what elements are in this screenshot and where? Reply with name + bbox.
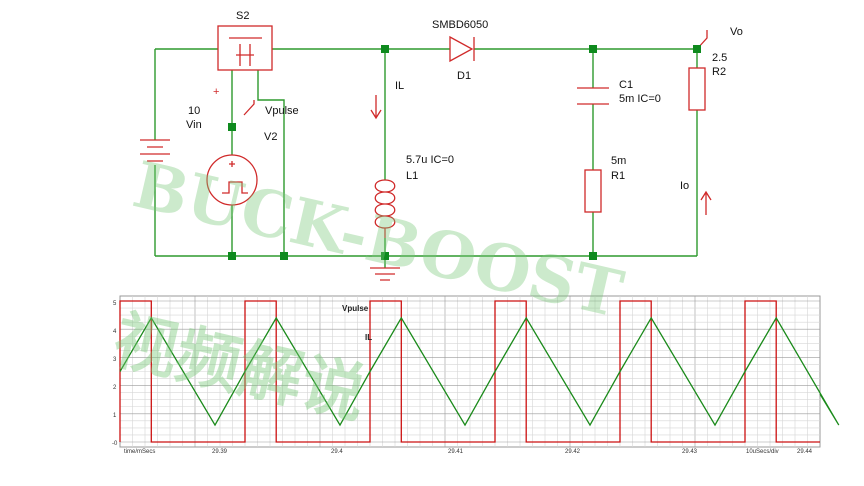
waveform-plot: time/mSecs 10uSecs/div 29.39 29.4 29.41 …: [112, 295, 840, 455]
inductor-value-label: 5.7u IC=0: [406, 154, 454, 166]
inductor-ref-label: L1: [406, 170, 418, 182]
schematic: S2 SMBD6050 D1 10 Vin + Vpulse V2 IL 5.7…: [140, 10, 743, 281]
x-axis-left-label: time/mSecs: [124, 449, 155, 455]
pulse-source-symbol: [206, 154, 258, 206]
x-tick-label: 29.43: [682, 449, 698, 455]
cap-ref-label: C1: [619, 79, 633, 91]
vin-ref-label: Vin: [186, 119, 202, 131]
inductor-symbol: [374, 179, 396, 238]
x-tick-label: 29.39: [212, 449, 228, 455]
battery-symbol: [140, 139, 170, 162]
series-line-vpulse: [119, 300, 820, 443]
y-tick-label: 5: [113, 301, 117, 307]
pulse-plus-glyph: [229, 161, 235, 167]
io-label: Io: [680, 180, 689, 192]
esr-resistor-symbol: [584, 169, 602, 213]
load-value-label: 2.5: [712, 52, 727, 64]
load-resistor-symbol: [688, 67, 706, 111]
il-arrow: [370, 95, 382, 120]
cap-value-label: 5m IC=0: [619, 93, 661, 105]
diode-symbol: [449, 35, 475, 63]
diode-ref-label: D1: [457, 70, 471, 82]
load-ref-label: R2: [712, 66, 726, 78]
vin-value-label: 10: [188, 105, 200, 117]
pulse-ref-label: V2: [264, 131, 277, 143]
esr-ref-label: R1: [611, 170, 625, 182]
x-tick-label: 29.44: [797, 449, 813, 455]
ground-symbol: [370, 267, 400, 281]
y-tick-label: 1: [113, 413, 117, 419]
capacitor-symbol: [577, 87, 609, 105]
y-tick-label: -0: [112, 441, 118, 447]
junction-nodes: [228, 45, 701, 260]
switch-symbol: [229, 37, 262, 66]
vpulse-trace-label: Vpulse: [342, 304, 369, 313]
il-trace-label: IL: [365, 333, 372, 342]
plot-traces: [119, 300, 840, 443]
switch-label: S2: [236, 10, 249, 22]
output-label: Vo: [730, 26, 743, 38]
il-label: IL: [395, 80, 404, 92]
switch-box: [217, 25, 273, 71]
x-axis-right-label: 10uSecs/div: [746, 449, 779, 455]
y-tick-label: 3: [113, 357, 117, 363]
io-arrow: [700, 190, 712, 215]
pulse-probe-marker: [243, 100, 255, 116]
x-tick-label: 29.41: [448, 449, 464, 455]
y-tick-label: 2: [113, 385, 117, 391]
x-tick-label: 29.42: [565, 449, 581, 455]
wire-pulse-ref: [257, 70, 285, 256]
pulse-name-label: Vpulse: [265, 105, 299, 117]
vin-polarity-label: +: [213, 86, 219, 98]
x-tick-label: 29.4: [331, 449, 343, 455]
series-line-il: [119, 316, 840, 427]
diode-part-label: SMBD6050: [432, 19, 488, 31]
pulse-waveform-glyph: [222, 181, 248, 194]
esr-value-label: 5m: [611, 155, 626, 167]
y-tick-label: 4: [113, 329, 117, 335]
